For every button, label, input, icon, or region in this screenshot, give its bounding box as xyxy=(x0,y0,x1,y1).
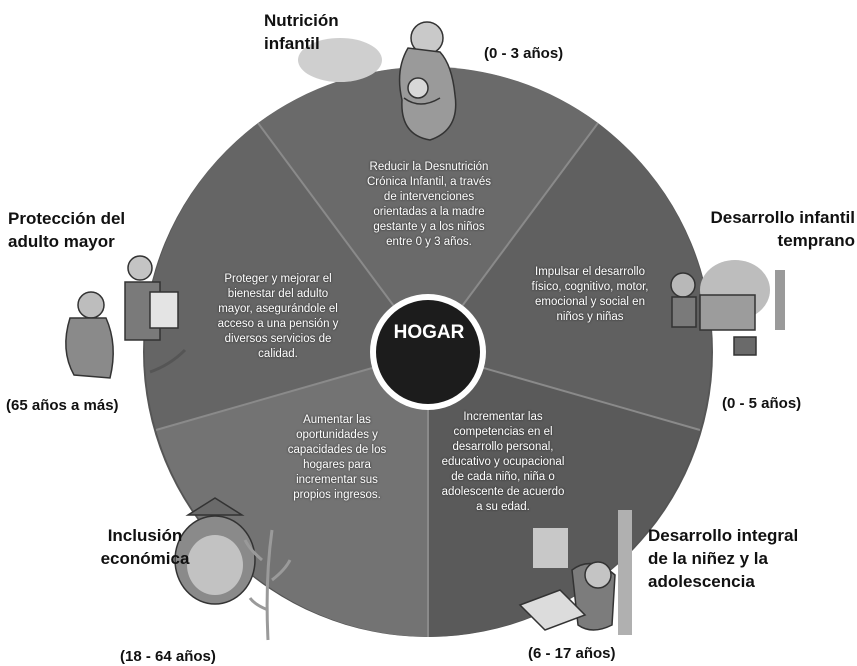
description-line: incrementar sus xyxy=(296,473,378,486)
description-line: diversos servicios de xyxy=(224,332,332,345)
description-line: propios ingresos. xyxy=(293,488,381,501)
title-nutricion: Nutrición infantil xyxy=(264,10,339,56)
segment-desarrollo-integral-bg xyxy=(428,352,700,637)
description-line: de cada niño, niña o xyxy=(451,470,555,483)
title-desarrollo-integral-line: de la niñez y la xyxy=(648,548,768,568)
description-line: bienestar del adulto xyxy=(227,287,329,300)
title-proteccion-line: Protección del xyxy=(8,209,126,228)
description-desarrollo-integral: Incrementar las competencias en el desar… xyxy=(428,410,578,515)
description-line: orientadas a la madre xyxy=(373,205,485,218)
title-desarrollo-infantil-line: Desarrollo infantil xyxy=(710,208,855,227)
title-inclusion: Inclusión económica xyxy=(95,525,195,571)
title-proteccion: Protección del adulto mayor xyxy=(8,208,125,254)
segment-desarrollo-infantil-bg xyxy=(428,123,712,430)
description-line: competencias en el xyxy=(453,425,553,438)
farmer-icon xyxy=(174,497,292,641)
age-inclusion: (18 - 64 años) xyxy=(120,648,216,665)
description-line: físico, cognitivo, motor, xyxy=(531,280,649,293)
segment-inclusion-bg xyxy=(156,352,428,637)
elderly-couple-icon xyxy=(65,255,187,379)
age-nutricion: (0 - 3 años) xyxy=(484,45,564,62)
age-proteccion: (65 años a más) xyxy=(6,397,119,414)
description-line: de intervenciones xyxy=(383,190,475,203)
title-desarrollo-infantil-line: temprano xyxy=(777,230,855,250)
description-line: Aumentar las xyxy=(303,414,371,426)
title-desarrollo-integral-line: adolescencia xyxy=(648,571,755,591)
description-line: Impulsar el desarrollo xyxy=(535,266,645,278)
title-proteccion-line: adulto mayor xyxy=(8,231,115,251)
description-line: desarrollo personal, xyxy=(452,440,554,453)
segment-proteccion-bg xyxy=(144,123,428,430)
title-inclusion-line: Inclusión xyxy=(107,526,183,545)
age-desarrollo-infantil: (0 - 5 años) xyxy=(722,395,802,412)
title-nutricion-line: infantil xyxy=(264,33,320,53)
description-inclusion: Aumentar las oportunidades y capacidades… xyxy=(272,413,402,503)
description-line: calidad. xyxy=(258,347,298,360)
description-line: Reducir la Desnutrición xyxy=(369,161,489,173)
description-line: acceso a una pensión y xyxy=(217,317,339,330)
child-playing-icon xyxy=(670,260,785,356)
description-line: Incrementar las xyxy=(463,411,543,423)
title-desarrollo-integral: Desarrollo integral de la niñez y la ado… xyxy=(648,525,798,594)
title-nutricion-line: Nutrición xyxy=(264,11,339,30)
description-line: emocional y social en xyxy=(535,295,645,308)
title-inclusion-line: económica xyxy=(100,548,190,568)
title-desarrollo-integral-line: Desarrollo integral xyxy=(648,526,799,545)
age-desarrollo-integral: (6 - 17 años) xyxy=(528,645,616,662)
description-line: niños y niñas xyxy=(556,310,624,323)
center-circle xyxy=(376,300,480,404)
mother-child-icon xyxy=(298,21,457,141)
description-line: entre 0 y 3 años. xyxy=(386,235,472,248)
description-line: adolescente de acuerdo xyxy=(441,485,565,498)
description-line: mayor, asegurándole el xyxy=(218,302,338,315)
description-line: gestante y a los niños xyxy=(373,220,485,233)
description-line: educativo y ocupacional xyxy=(441,455,565,468)
description-nutricion: Reducir la Desnutrición Crónica Infantil… xyxy=(338,160,520,250)
description-line: capacidades de los xyxy=(287,443,387,456)
description-line: hogares para xyxy=(303,458,371,471)
description-line: oportunidades y xyxy=(296,428,378,441)
description-line: a su edad. xyxy=(476,500,530,513)
segment-nutricion-bg xyxy=(258,66,598,353)
center-label: HOGAR xyxy=(393,322,465,343)
child-reading-icon xyxy=(518,510,632,635)
description-desarrollo-infantil: Impulsar el desarrollo físico, cognitivo… xyxy=(510,265,670,325)
title-desarrollo-infantil: Desarrollo infantil temprano xyxy=(705,207,855,253)
description-proteccion: Proteger y mejorar el bienestar del adul… xyxy=(198,272,358,362)
description-line: Crónica Infantil, a través xyxy=(366,175,491,188)
description-line: Proteger y mejorar el xyxy=(224,273,332,285)
